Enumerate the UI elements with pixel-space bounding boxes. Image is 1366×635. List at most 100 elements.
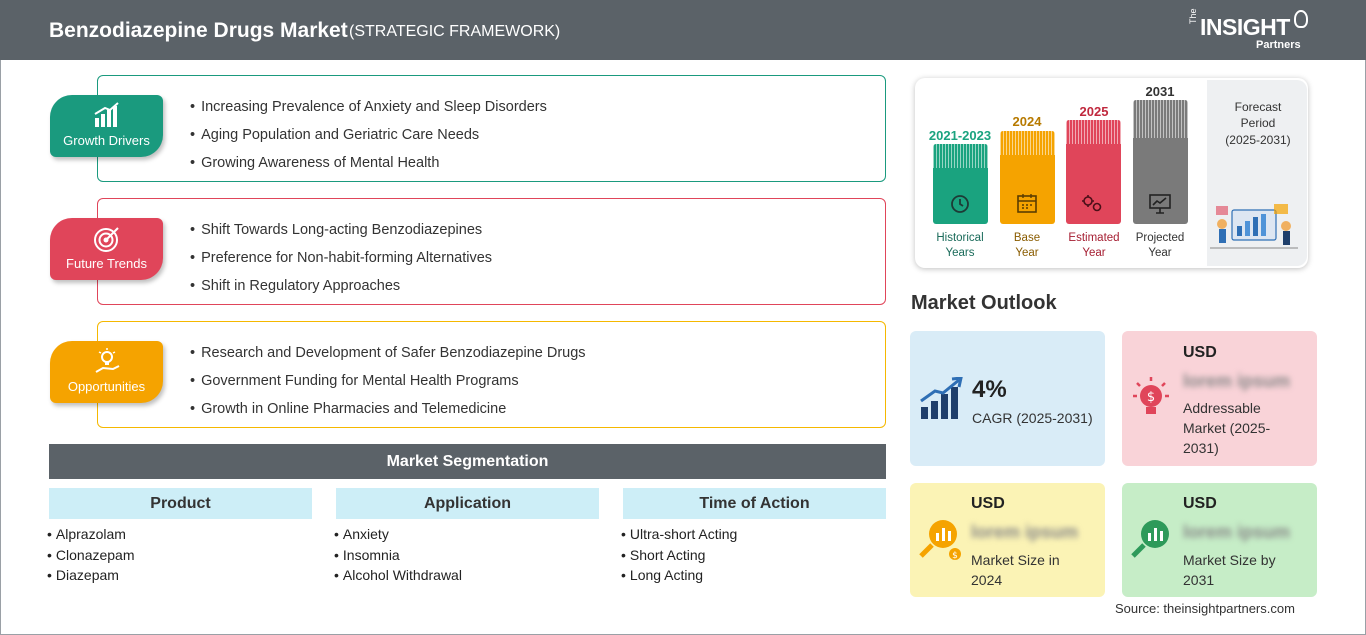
market-size-2031-box: USD lorem ipsum Market Size by 2031 [1122,483,1317,597]
logo-partners-text: Partners [1256,39,1301,51]
opportunities-label: Opportunities [67,379,146,394]
label-line: Market (2025- [1183,420,1271,436]
market-outlook-title: Market Outlook [911,292,1057,314]
bar-projected [1133,100,1188,224]
opportunities-list: Research and Development of Safer Benzod… [190,339,586,423]
label-historical: Historical Years [925,231,995,261]
list-item: Anxiety [334,524,462,545]
addressable-currency: USD [1183,344,1217,361]
size2031-label: Market Size by 2031 [1183,550,1276,590]
growth-chart-icon [920,377,963,419]
label-line: Market Size in [971,552,1060,568]
addressable-label: Addressable Market (2025- 2031) [1183,398,1270,458]
cagr-value: 4% [972,376,1007,403]
label-estimated: Estimated Year [1058,231,1130,261]
segment-heading-time-of-action: Time of Action [623,488,886,519]
year-estimated: 2025 [1079,104,1109,119]
addressable-value: lorem ipsum [1183,371,1291,391]
list-item: Clonazepam [47,545,135,566]
list-item: Short Acting [621,545,737,566]
bar-chart-growth-icon [94,102,119,127]
list-item: Aging Population and Geriatric Care Need… [190,121,547,149]
list-item: Growing Awareness of Mental Health [190,149,547,177]
list-item: Increasing Prevalence of Anxiety and Sle… [190,93,547,121]
year-projected: 2031 [1145,84,1175,99]
hand-lightbulb-icon [95,348,120,373]
list-item: Research and Development of Safer Benzod… [190,339,585,367]
presentation-icon [1149,194,1171,214]
label-line: 2031 [1183,572,1215,588]
growth-drivers-card: Increasing Prevalence of Anxiety and Sle… [97,75,886,182]
magnifier-dollar-icon: $ [919,520,961,561]
analytics-illustration-icon [1210,204,1298,249]
label-line: Years [945,247,975,259]
growth-drivers-list: Increasing Prevalence of Anxiety and Sle… [190,93,547,177]
label-projected: Projected Year [1125,231,1195,261]
addressable-market-box: $ USD lorem ipsum Addressable Market (20… [1122,331,1317,466]
list-item: Long Acting [621,565,737,586]
forecast-period-label: Forecast Period (2025-2031) [1214,99,1302,148]
list-item: Shift Towards Long-acting Benzodiazepine… [190,216,492,244]
label-line: Base [1013,232,1041,244]
growth-drivers-badge: Growth Drivers [50,95,163,157]
page-subtitle: (STRATEGIC FRAMEWORK) [349,23,561,40]
page-title: Benzodiazepine Drugs Market [49,19,348,42]
label-base: Base Year [992,231,1062,261]
calendar-icon [1017,194,1037,213]
market-size-2024-box: $ USD lorem ipsum Market Size in 2024 [910,483,1105,597]
label-line: 2031) [1183,440,1219,456]
size2024-value: lorem ipsum [971,522,1079,542]
history-icon [951,195,969,213]
growth-drivers-label: Growth Drivers [63,133,150,148]
label-line: Projected [1135,232,1185,244]
time-of-action-list: Ultra-short Acting Short Acting Long Act… [621,524,737,586]
cagr-box: 4% CAGR (2025-2031) [910,331,1105,466]
label-line: Market Size by [1183,552,1276,568]
size2031-currency: USD [1183,495,1217,512]
label-line: Period [1240,116,1276,130]
logo-main-text: INSIGHT [1200,14,1290,40]
size2031-value: lorem ipsum [1183,522,1291,542]
list-item: Alcohol Withdrawal [334,565,462,586]
bar-historical [933,144,988,224]
year-historical: 2021-2023 [928,128,992,143]
list-item: Diazepam [47,565,135,586]
svg-text:$: $ [952,551,958,561]
list-item: Insomnia [334,545,462,566]
label-line: Historical [936,232,984,244]
logo-the-text: The [1188,8,1198,24]
segment-heading-application: Application [336,488,599,519]
year-base: 2024 [1012,114,1042,129]
opportunities-card: Research and Development of Safer Benzod… [97,321,886,428]
bar-base [1000,131,1055,224]
header-bar: Benzodiazepine Drugs Market (STRATEGIC F… [0,0,1366,60]
application-list: Anxiety Insomnia Alcohol Withdrawal [334,524,462,586]
gears-icon [1082,195,1102,212]
label-line: Year [1015,247,1039,259]
product-list: Alprazolam Clonazepam Diazepam [47,524,135,586]
list-item: Ultra-short Acting [621,524,737,545]
list-item: Alprazolam [47,524,135,545]
logo-bulb-icon [1294,10,1308,28]
list-item: Preference for Non-habit-forming Alterna… [190,244,492,272]
list-item: Growth in Online Pharmacies and Telemedi… [190,395,586,423]
market-segmentation-header: Market Segmentation [49,444,886,479]
lightbulb-dollar-icon: $ [1133,377,1169,414]
label-line: Year [1082,247,1106,259]
source-credit: Source: theinsightpartners.com [1115,601,1295,616]
label-line: 2024 [971,572,1003,588]
company-logo[interactable]: The INSIGHT Partners [1188,8,1313,54]
future-trends-card: Shift Towards Long-acting Benzodiazepine… [97,198,886,305]
magnifier-chart-icon [1131,520,1169,558]
label-line: Year [1148,247,1172,259]
size2024-currency: USD [971,495,1005,512]
bar-estimated [1066,120,1121,224]
label-line: (2025-2031) [1225,133,1291,147]
label-line: Estimated [1068,232,1120,244]
future-trends-list: Shift Towards Long-acting Benzodiazepine… [190,216,492,300]
size2024-label: Market Size in 2024 [971,550,1060,590]
opportunities-badge: Opportunities [50,341,163,403]
future-trends-badge: Future Trends [50,218,163,280]
target-icon [94,227,119,252]
future-trends-label: Future Trends [66,256,147,271]
